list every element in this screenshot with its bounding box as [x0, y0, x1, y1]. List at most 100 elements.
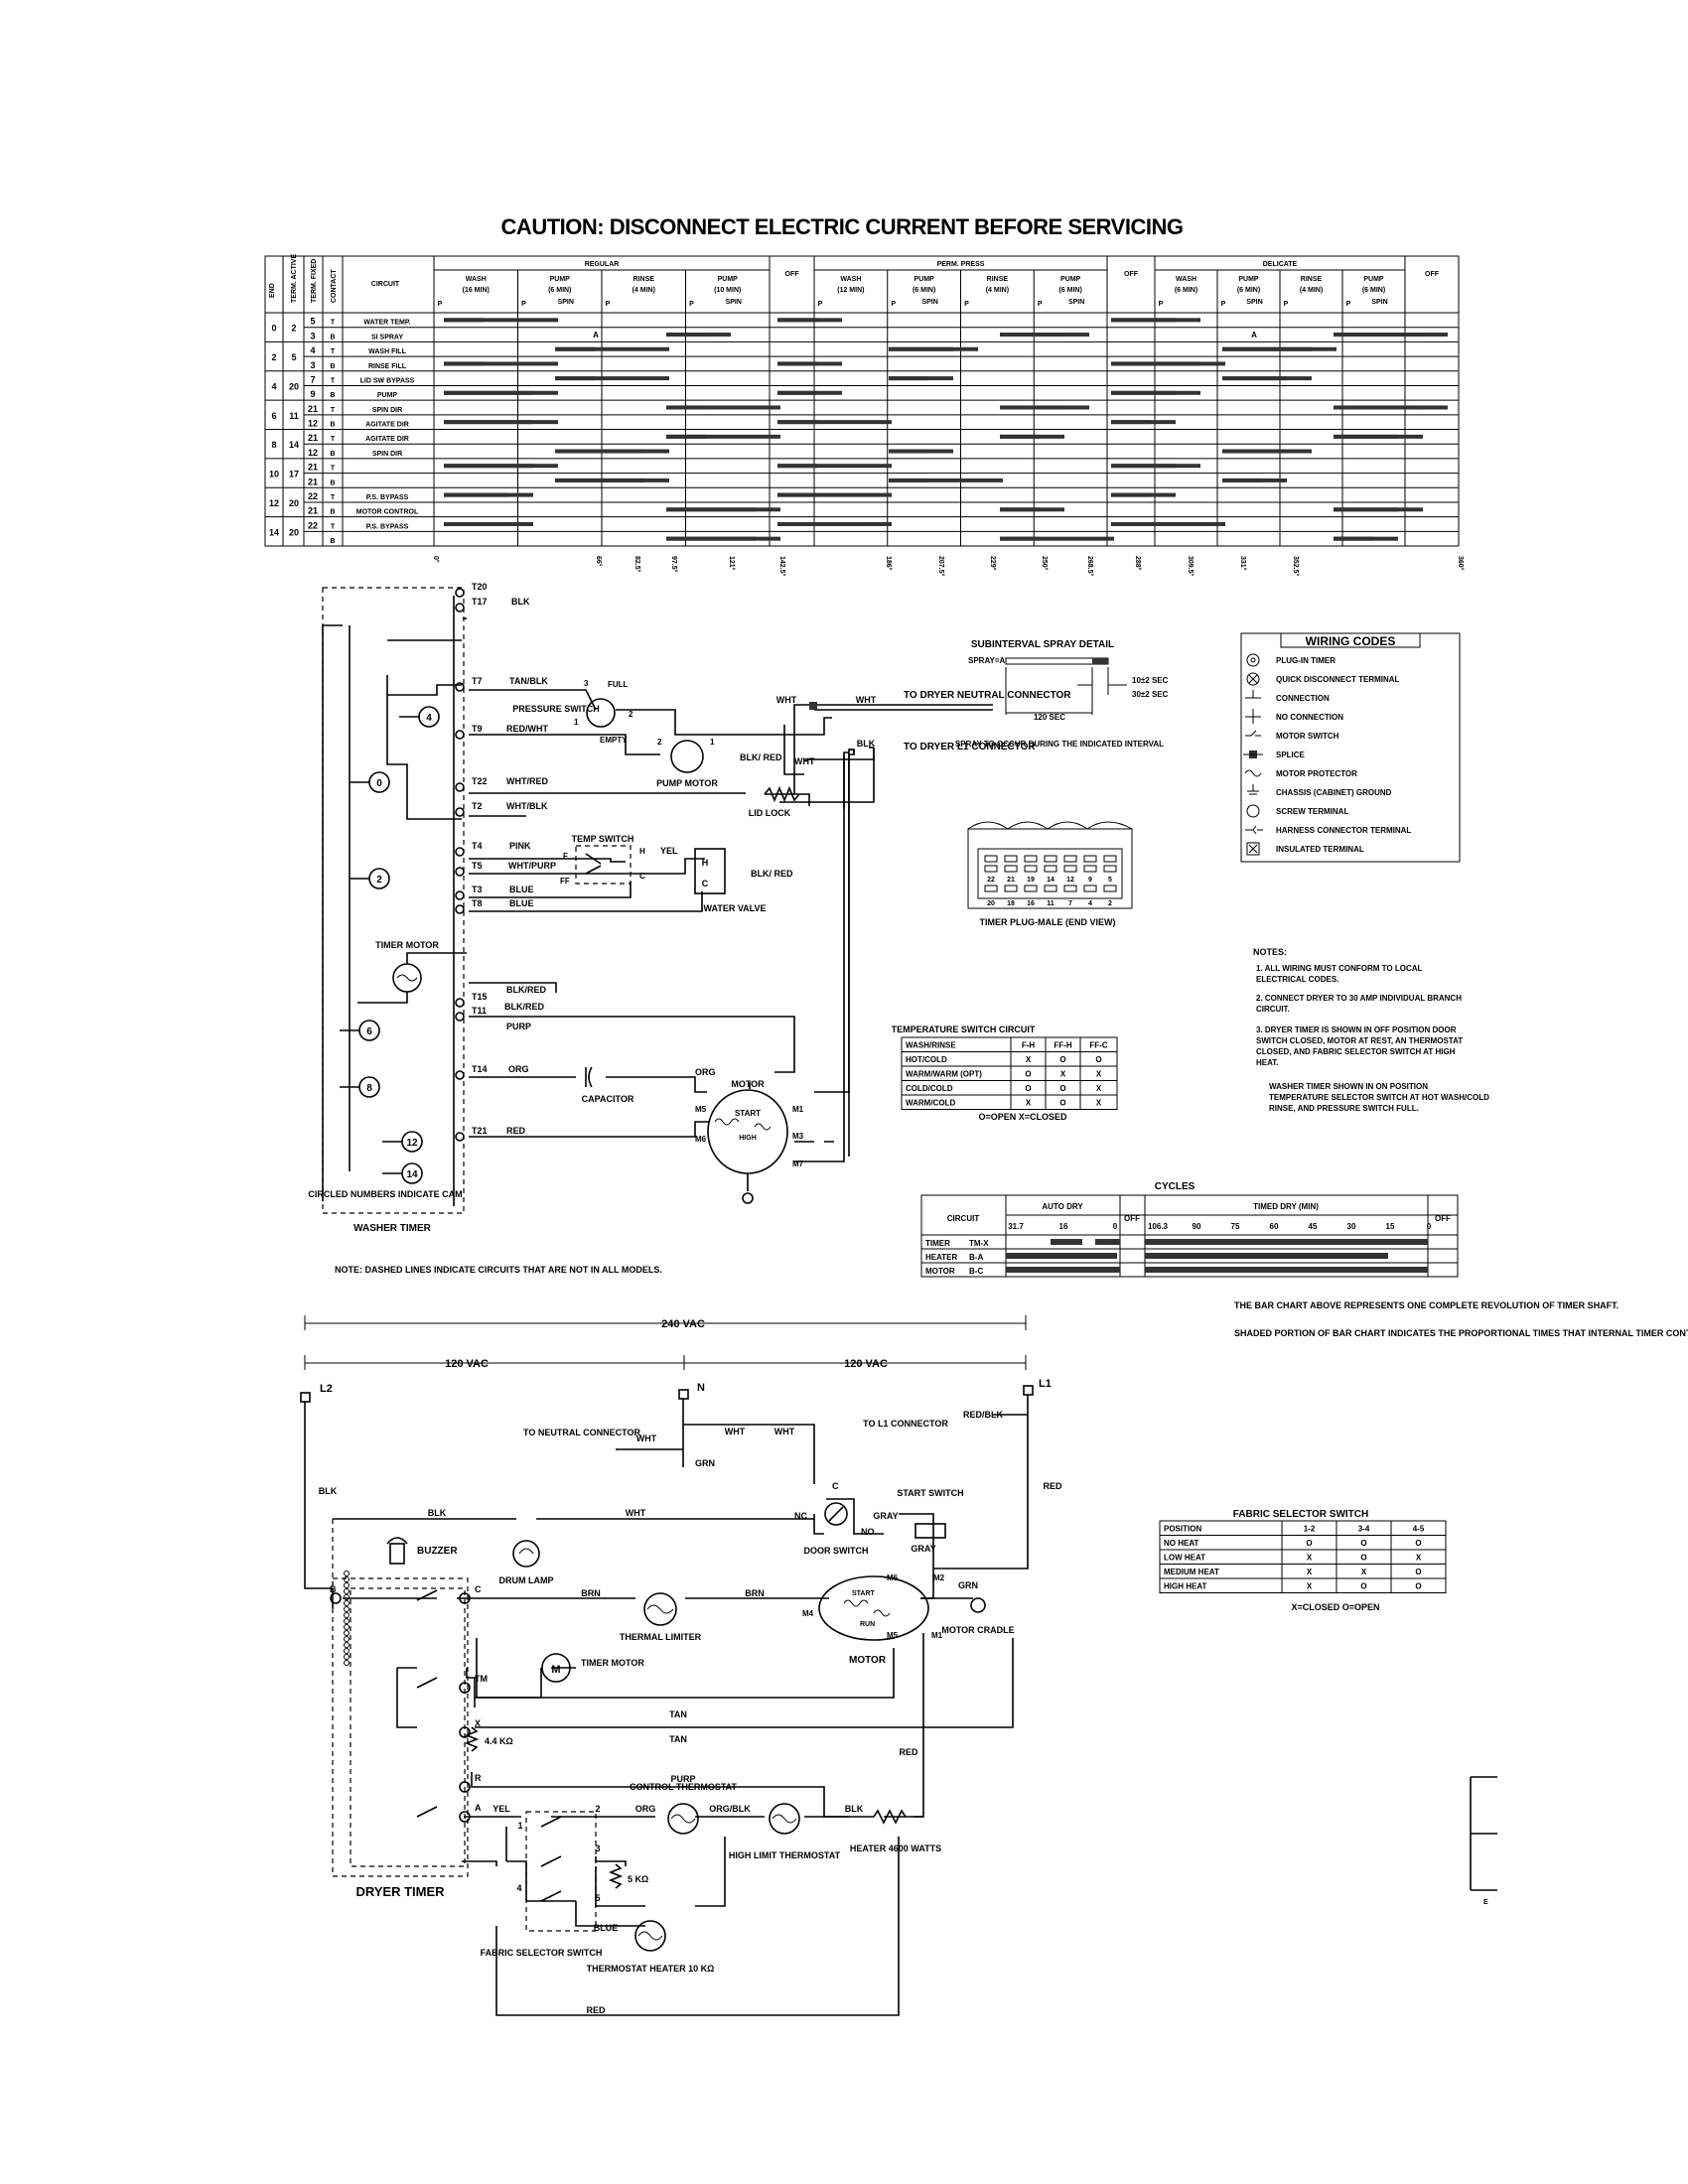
plug-pin-bottom: 2 [1108, 900, 1112, 907]
segment-p: P [521, 301, 526, 308]
timed-mark: 106.3 [1148, 1222, 1169, 1231]
page-letter: E [1483, 1899, 1488, 1906]
plug-pin-top: 12 [1066, 877, 1074, 884]
table-cell: X [1361, 1568, 1367, 1576]
row-active: 14 [289, 440, 299, 450]
dryer-pin-m6: M6 [887, 1573, 899, 1582]
segment-duration: (6 MIN) [913, 287, 935, 294]
table-cell: O [1059, 1099, 1065, 1108]
row-active: 20 [289, 381, 299, 391]
dryer-wire-label: ORG/BLK [709, 1804, 751, 1814]
table-cell: O [1059, 1055, 1065, 1064]
table-cell: X [1307, 1554, 1313, 1563]
bar-timer [1051, 1239, 1082, 1245]
segment-p: P [1221, 301, 1226, 308]
resistor-5k-icon [608, 1863, 624, 1889]
pressure-empty-label: EMPTY [600, 736, 628, 745]
row-end: 12 [269, 498, 279, 508]
caution-header: CAUTION: DISCONNECT ELECTRIC CURRENT BEF… [501, 214, 1184, 239]
resistor-4k-label: 4.4 KΩ [485, 1736, 513, 1746]
spray-detail: SUBINTERVAL SPRAY DETAIL SPRAY=A 10±2 SE… [955, 639, 1169, 749]
contact-bar [1222, 376, 1287, 381]
contact-bar [777, 464, 892, 469]
contact-bar [1222, 346, 1312, 351]
dryer-motor-label: MOTOR [849, 1655, 887, 1666]
contact-bar [777, 492, 892, 497]
cam-number: 6 [366, 1026, 372, 1037]
contact-bar [1111, 361, 1200, 366]
dryer-wire-label: GRN [695, 1458, 715, 1468]
pump-motor-label: PUMP MOTOR [656, 778, 718, 788]
row-fixed: 21 [308, 477, 318, 486]
resistor-4k-icon [464, 1726, 480, 1752]
spray-detail-title: SUBINTERVAL SPRAY DETAIL [971, 639, 1114, 650]
plug-pin-top: 19 [1027, 877, 1035, 884]
cycles-note-1: THE BAR CHART ABOVE REPRESENTS ONE COMPL… [1234, 1300, 1618, 1310]
terminal-T22: T22 [472, 776, 488, 786]
wire-label: WHT/PURP [508, 861, 556, 871]
dryer-timer-motor-label: TIMER MOTOR [581, 1658, 644, 1668]
wire-label: WHT/BLK [506, 801, 548, 811]
table-cell: HOT/COLD [906, 1055, 947, 1064]
switch-pin: 1 [517, 1821, 522, 1831]
wire-label: WHT/RED [506, 776, 548, 786]
cycles-auto-dry: AUTO DRY [1042, 1202, 1083, 1211]
row-active: 20 [289, 498, 299, 508]
plug-pin-top: 22 [987, 877, 995, 884]
segment-name: PUMP [1363, 276, 1384, 283]
terminal-T3: T3 [472, 885, 483, 894]
row-contact: T [331, 494, 336, 501]
cam-number: 12 [406, 1138, 418, 1149]
pressure-switch-icon [586, 698, 616, 728]
washer-timer-motor-label: TIMER MOTOR [375, 940, 439, 950]
note-line: CLOSED, AND FABRIC SELECTOR SWITCH AT HI… [1256, 1047, 1456, 1056]
row-contact: B [330, 392, 335, 399]
thermal-limiter-icon [643, 1592, 677, 1626]
contact-bar [1111, 318, 1176, 323]
contact-bar [666, 536, 756, 541]
table-cell: O [1415, 1582, 1421, 1591]
table-cell: O [1095, 1055, 1101, 1064]
row-fixed: 21 [308, 404, 318, 414]
spray-off-time: 30±2 SEC [1132, 690, 1169, 699]
row-contact: B [330, 509, 335, 516]
terminal-circle [455, 807, 465, 817]
wire-label: RED [506, 1126, 526, 1136]
table-cell: HIGH HEAT [1164, 1582, 1207, 1591]
row-active: 20 [289, 527, 299, 537]
degree-mark: 250° [1041, 556, 1049, 571]
spray-caption: SPRAY TO OCCUR DURING THE INDICATED INTE… [955, 740, 1164, 749]
contact-bar [555, 478, 644, 482]
note-line: WASHER TIMER SHOWN IN ON POSITION [1269, 1082, 1428, 1091]
dryer-wire-label: TAN [669, 1709, 687, 1719]
cam-number: 8 [366, 1083, 372, 1094]
segment-duration: (6 MIN) [548, 287, 571, 294]
table-cell: X [1026, 1055, 1032, 1064]
dryer-wire-label: WHT [725, 1427, 746, 1436]
wire-label: BLUE [509, 885, 534, 894]
dryer-schematic: 240 VAC 120 VAC 120 VAC L2 N L1 [300, 1315, 1062, 2016]
contact-bar [1000, 536, 1114, 541]
row-contact: T [331, 466, 336, 473]
segment-name: RINSE [1301, 276, 1323, 283]
table-cell: X [1096, 1099, 1102, 1108]
svg-text:1: 1 [710, 738, 715, 747]
dryer-pin-m4: M4 [802, 1609, 814, 1618]
row-contact: T [331, 436, 336, 443]
contact-bar [444, 420, 533, 425]
row-circuit: SPIN DIR [372, 451, 402, 458]
contact-bar [555, 346, 669, 351]
motor-pin-m5: M5 [695, 1105, 707, 1114]
segment-p: P [1346, 301, 1351, 308]
segment-p: P [689, 301, 694, 308]
table-cell: O [1360, 1582, 1366, 1591]
segment-p: P [1159, 301, 1164, 308]
svg-text:H: H [702, 858, 709, 868]
note-line: SWITCH CLOSED, MOTOR AT REST, AN THERMOS… [1256, 1036, 1463, 1045]
cycles-row-contact: B-A [969, 1253, 983, 1262]
n-terminal [678, 1389, 689, 1400]
high-limit-label: HIGH LIMIT THERMOSTAT [729, 1850, 841, 1860]
